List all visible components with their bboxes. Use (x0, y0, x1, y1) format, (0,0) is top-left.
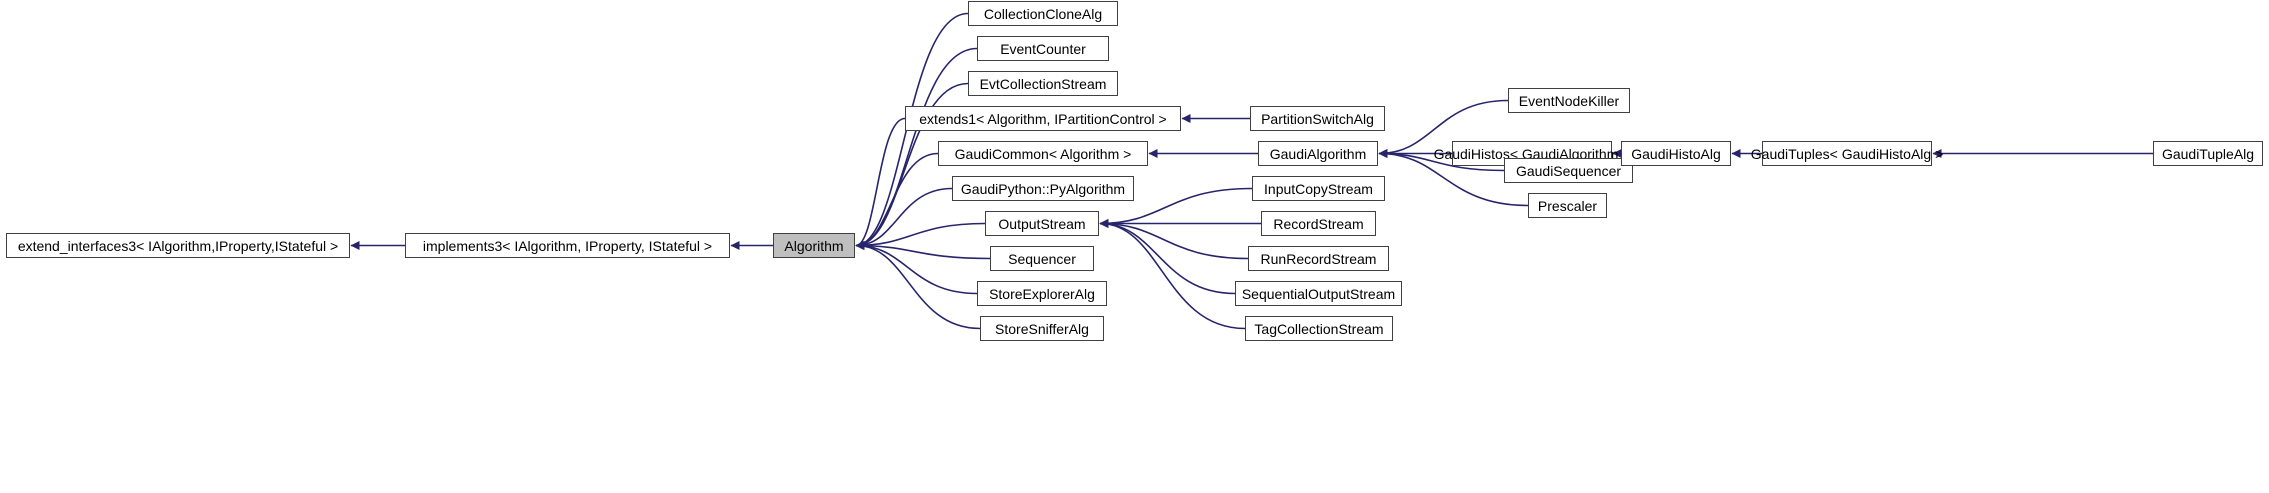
inheritance-edge (1099, 219, 1249, 260)
inheritance-edge (855, 241, 991, 260)
inheritance-edge (855, 117, 906, 250)
class-node-gaudicommon[interactable]: GaudiCommon< Algorithm > (938, 141, 1148, 166)
class-node-sequencer[interactable]: Sequencer (990, 246, 1094, 271)
class-node-storesnifferalg[interactable]: StoreSnifferAlg (980, 316, 1104, 341)
class-node-storeexploreralg[interactable]: StoreExplorerAlg (977, 281, 1107, 306)
class-node-gaudisequencer[interactable]: GaudiSequencer (1504, 158, 1633, 183)
class-node-gaudialgorithm[interactable]: GaudiAlgorithm (1258, 141, 1378, 166)
class-node-algorithm[interactable]: Algorithm (773, 233, 855, 258)
class-node-implements3[interactable]: implements3< IAlgorithm, IProperty, ISta… (405, 233, 730, 258)
inheritance-edge (855, 241, 981, 330)
inheritance-edge (1099, 219, 1246, 330)
class-node-pyalgorithm[interactable]: GaudiPython::PyAlgorithm (952, 176, 1134, 201)
inheritance-edge (855, 187, 953, 250)
class-node-gaudituplealg[interactable]: GaudiTupleAlg (2153, 141, 2263, 166)
inheritance-edge (855, 222, 986, 250)
class-node-evtcollectionstream[interactable]: EvtCollectionStream (968, 71, 1118, 96)
class-node-partitionswitchalg[interactable]: PartitionSwitchAlg (1250, 106, 1385, 131)
class-node-runrecordstream[interactable]: RunRecordStream (1248, 246, 1389, 271)
class-node-extend-interfaces3[interactable]: extend_interfaces3< IAlgorithm,IProperty… (6, 233, 350, 258)
class-node-eventcounter[interactable]: EventCounter (977, 36, 1109, 61)
inheritance-edge (855, 241, 978, 295)
class-node-prescaler[interactable]: Prescaler (1528, 193, 1607, 218)
class-node-eventnodekiller[interactable]: EventNodeKiller (1508, 88, 1630, 113)
class-node-collectionclonealg[interactable]: CollectionCloneAlg (968, 1, 1118, 26)
class-node-outputstream[interactable]: OutputStream (985, 211, 1099, 236)
class-node-inputcopystream[interactable]: InputCopyStream (1252, 176, 1385, 201)
class-node-gaudihistoalg[interactable]: GaudiHistoAlg (1621, 141, 1731, 166)
class-node-gaudituples[interactable]: GaudiTuples< GaudiHistoAlg > (1751, 141, 1943, 166)
inheritance-edge (1099, 219, 1236, 295)
inheritance-edge (855, 152, 939, 250)
class-node-extends1[interactable]: extends1< Algorithm, IPartitionControl > (905, 106, 1181, 131)
class-node-recordstream[interactable]: RecordStream (1261, 211, 1376, 236)
class-node-sequentialoutputstream[interactable]: SequentialOutputStream (1235, 281, 1402, 306)
class-node-tagcollectionstream[interactable]: TagCollectionStream (1245, 316, 1393, 341)
